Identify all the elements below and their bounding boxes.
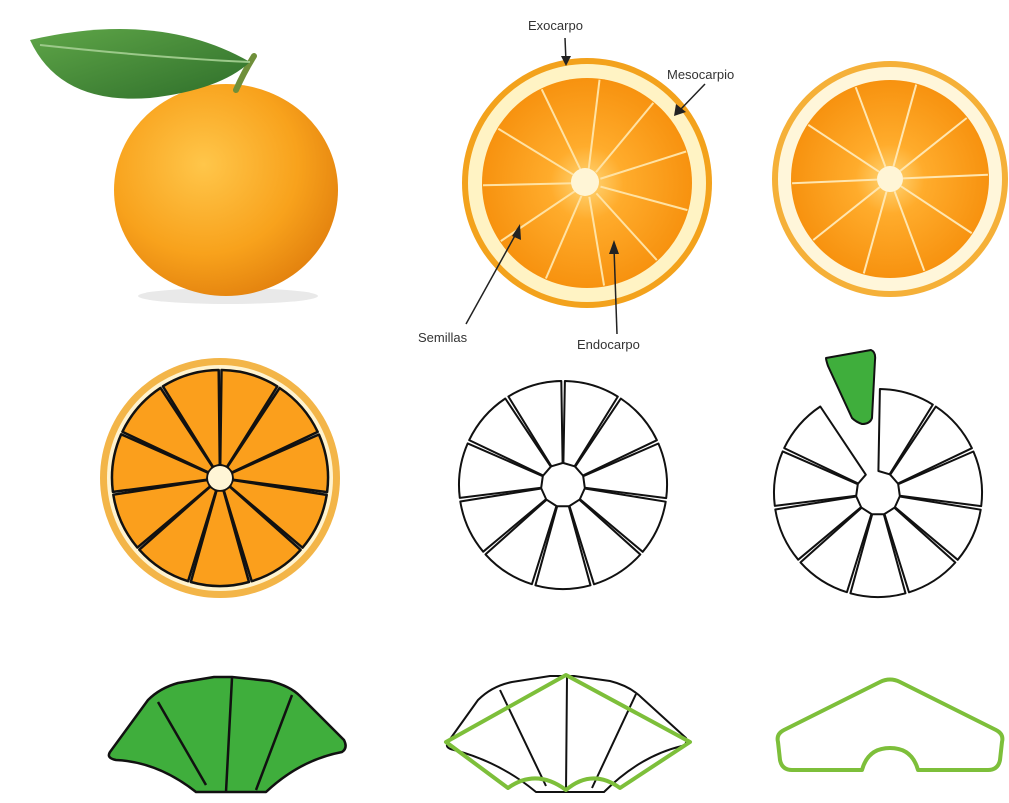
orange-body	[114, 84, 338, 296]
core-2	[877, 166, 903, 192]
endocarp-label: Endocarpo	[577, 337, 640, 352]
removed-segment	[826, 350, 875, 424]
mesocarp-label: Mesocarpio	[667, 67, 734, 82]
core	[571, 168, 599, 196]
exocarp-label: Exocarpo	[528, 18, 583, 33]
segment-removed-diagram	[774, 389, 982, 597]
plain-cross-section	[772, 61, 1008, 297]
segmented-orange	[100, 358, 340, 598]
seeds-label: Semillas	[418, 330, 467, 345]
segment-outline-diagram	[459, 381, 667, 589]
core-3	[208, 466, 232, 490]
fan-of-segments	[109, 677, 346, 792]
mesocarp-arrow	[680, 84, 705, 110]
rounded-diamond-outline	[778, 680, 1003, 771]
whole-orange	[30, 29, 338, 304]
fan-with-diamond	[446, 675, 690, 792]
labelled-cross-section	[462, 58, 712, 308]
